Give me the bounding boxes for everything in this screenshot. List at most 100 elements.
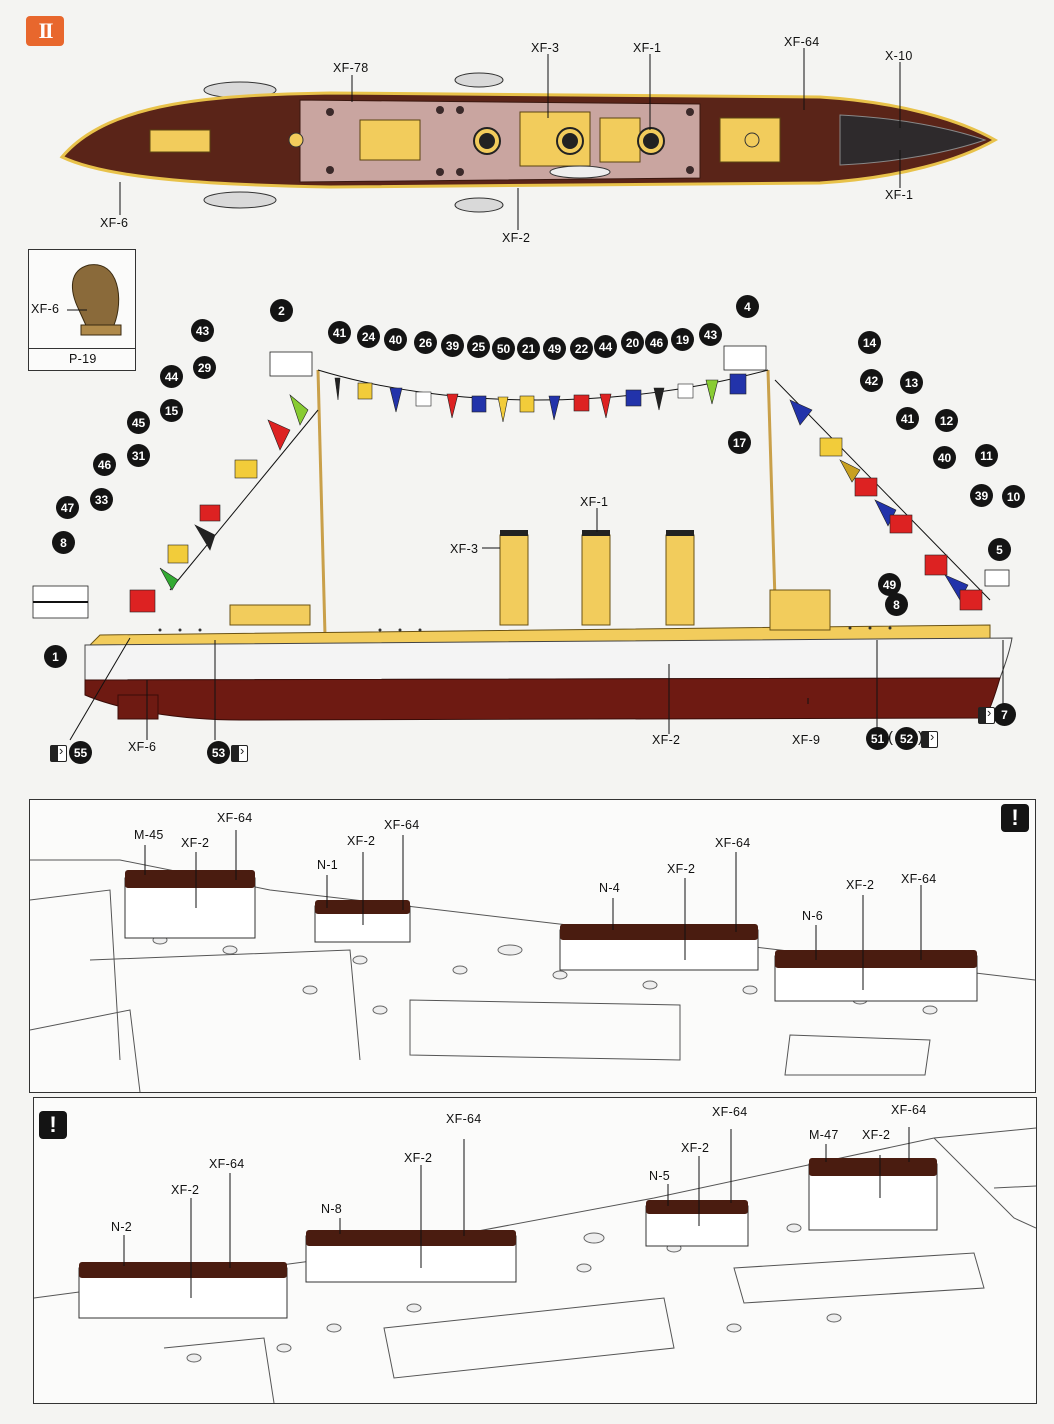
label-xf1-side: XF-1 bbox=[580, 495, 609, 509]
label-xf3-top: XF-3 bbox=[531, 41, 560, 55]
badge-45: 45 bbox=[127, 411, 150, 434]
funnels-side bbox=[499, 534, 695, 626]
label-xf2-side: XF-2 bbox=[652, 733, 681, 747]
inset-part-number: P-19 bbox=[69, 352, 97, 366]
ship-side-view bbox=[32, 345, 1013, 741]
deck-drawing-lower bbox=[34, 1127, 1036, 1403]
badge-31: 31 bbox=[127, 444, 150, 467]
label-xf64-d: XF-64 bbox=[901, 872, 937, 886]
badge-40-right: 40 bbox=[933, 446, 956, 469]
badge-47: 47 bbox=[56, 496, 79, 519]
label-xf6-side: XF-6 bbox=[128, 740, 157, 754]
step-number: II bbox=[26, 16, 64, 46]
ship-top-view bbox=[59, 48, 999, 230]
badge-19: 19 bbox=[671, 328, 694, 351]
deck-panel-upper: M-45 XF-2 XF-64 N-1 XF-2 XF-64 N-4 XF-2 … bbox=[29, 799, 1036, 1093]
badge-7: 7 bbox=[993, 703, 1016, 726]
label-xf1-bow: XF-1 bbox=[885, 188, 914, 202]
badge-21: 21 bbox=[517, 337, 540, 360]
badge-39-right: 39 bbox=[970, 484, 993, 507]
badge-43-left: 43 bbox=[191, 319, 214, 342]
label-x10: X-10 bbox=[885, 49, 913, 63]
badge-4: 4 bbox=[736, 295, 759, 318]
label-xf2-b-lower: XF-2 bbox=[404, 1151, 433, 1165]
label-n6: N-6 bbox=[802, 909, 824, 923]
badge-33: 33 bbox=[90, 488, 113, 511]
badge-39-top: 39 bbox=[441, 334, 464, 357]
label-xf2-c: XF-2 bbox=[667, 862, 696, 876]
badge-11: 11 bbox=[975, 444, 998, 467]
bow-deck bbox=[839, 114, 987, 166]
attach-arrow-icon bbox=[978, 705, 995, 724]
attach-arrow-icon bbox=[231, 743, 248, 762]
inset-box: XF-6 P-19 bbox=[28, 249, 136, 371]
badge-46-left: 46 bbox=[93, 453, 116, 476]
badge-44-left: 44 bbox=[160, 365, 183, 388]
badge-44-mid: 44 bbox=[594, 335, 617, 358]
badge-10: 10 bbox=[1002, 485, 1025, 508]
badge-40-top: 40 bbox=[384, 328, 407, 351]
badge-22: 22 bbox=[570, 337, 593, 360]
warning-icon: ! bbox=[1001, 804, 1029, 832]
inset-part-label: XF-6 bbox=[31, 302, 60, 316]
label-xf3-side: XF-3 bbox=[450, 542, 479, 556]
badge-41-top: 41 bbox=[328, 321, 351, 344]
badge-41-right: 41 bbox=[896, 407, 919, 430]
badge-12: 12 bbox=[935, 409, 958, 432]
badge-43-right: 43 bbox=[699, 323, 722, 346]
badge-2: 2 bbox=[270, 299, 293, 322]
attach-arrow-icon bbox=[50, 743, 67, 762]
label-xf64-b-lower: XF-64 bbox=[446, 1112, 482, 1126]
paren-open: ( bbox=[888, 729, 894, 746]
badge-42: 42 bbox=[860, 369, 883, 392]
label-xf64-a: XF-64 bbox=[217, 811, 253, 825]
label-xf78: XF-78 bbox=[333, 61, 369, 75]
badge-20: 20 bbox=[621, 331, 644, 354]
badge-1: 1 bbox=[44, 645, 67, 668]
label-xf2-a: XF-2 bbox=[181, 836, 210, 850]
label-xf6-top: XF-6 bbox=[100, 216, 129, 230]
deck-drawing-upper bbox=[30, 830, 1035, 1092]
label-xf2-c-lower: XF-2 bbox=[681, 1141, 710, 1155]
badge-49-right: 49 bbox=[878, 573, 901, 596]
hull-white bbox=[84, 637, 1013, 681]
badge-24: 24 bbox=[357, 325, 380, 348]
badge-29: 29 bbox=[193, 356, 216, 379]
attach-arrow-icon bbox=[921, 729, 938, 748]
signal-flags bbox=[129, 373, 983, 613]
badge-5: 5 bbox=[988, 538, 1011, 561]
label-n1: N-1 bbox=[317, 858, 339, 872]
label-xf64-b: XF-64 bbox=[384, 818, 420, 832]
badge-8-right: 8 bbox=[885, 593, 908, 616]
deck-panel-lower: N-2 XF-2 XF-64 N-8 XF-2 XF-64 N-5 XF-2 X… bbox=[33, 1097, 1037, 1404]
badge-8-left: 8 bbox=[52, 531, 75, 554]
label-xf64-d-lower: XF-64 bbox=[891, 1103, 927, 1117]
badge-26: 26 bbox=[414, 331, 437, 354]
badge-53: 53 bbox=[207, 741, 230, 764]
label-n4: N-4 bbox=[599, 881, 621, 895]
label-xf64-c-lower: XF-64 bbox=[712, 1105, 748, 1119]
badge-14: 14 bbox=[858, 331, 881, 354]
hull-red bbox=[84, 677, 1001, 721]
badge-25: 25 bbox=[467, 335, 490, 358]
label-xf64-c: XF-64 bbox=[715, 836, 751, 850]
label-xf2-top: XF-2 bbox=[502, 231, 531, 245]
label-xf9-side: XF-9 bbox=[792, 733, 821, 747]
badge-13: 13 bbox=[900, 371, 923, 394]
ensigns bbox=[32, 345, 1010, 619]
label-xf2-a-lower: XF-2 bbox=[171, 1183, 200, 1197]
label-xf64-a-lower: XF-64 bbox=[209, 1157, 245, 1171]
propeller-part bbox=[67, 264, 122, 336]
label-m47: M-47 bbox=[809, 1128, 839, 1142]
label-n5: N-5 bbox=[649, 1169, 671, 1183]
badge-15: 15 bbox=[160, 399, 183, 422]
label-n2: N-2 bbox=[111, 1220, 133, 1234]
label-xf64-top: XF-64 bbox=[784, 35, 820, 49]
badge-50: 50 bbox=[492, 337, 515, 360]
label-n8: N-8 bbox=[321, 1202, 343, 1216]
badge-49-top: 49 bbox=[543, 337, 566, 360]
warning-icon: ! bbox=[39, 1111, 67, 1139]
badge-55: 55 bbox=[69, 741, 92, 764]
badge-52: 52 bbox=[895, 727, 918, 750]
label-m45: M-45 bbox=[134, 828, 164, 842]
